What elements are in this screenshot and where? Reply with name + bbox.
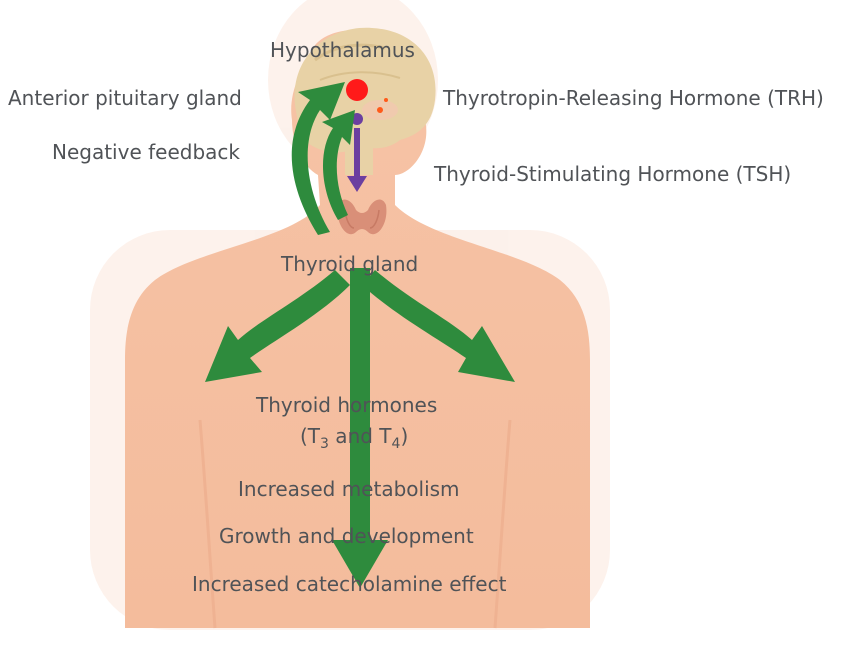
label-anterior-pituitary-gland: Anterior pituitary gland <box>8 86 242 110</box>
t3-t4-open: (T <box>300 424 320 448</box>
label-tsh: Thyroid-Stimulating Hormone (TSH) <box>434 162 791 186</box>
label-t3-t4: (T3 and T4) <box>300 424 408 456</box>
label-growth-and-development: Growth and development <box>219 524 474 548</box>
t3-t4-close: ) <box>400 424 408 448</box>
label-hypothalamus: Hypothalamus <box>270 38 415 62</box>
label-trh: Thyrotropin-Releasing Hormone (TRH) <box>443 86 824 110</box>
label-negative-feedback: Negative feedback <box>52 140 240 164</box>
label-thyroid-gland: Thyroid gland <box>281 252 418 276</box>
t3-subscript: 3 <box>320 436 329 452</box>
label-increased-metabolism: Increased metabolism <box>238 477 460 501</box>
t3-t4-and: and T <box>329 424 392 448</box>
label-thyroid-hormones: Thyroid hormones <box>256 393 437 417</box>
label-increased-catecholamine-effect: Increased catecholamine effect <box>192 572 506 596</box>
